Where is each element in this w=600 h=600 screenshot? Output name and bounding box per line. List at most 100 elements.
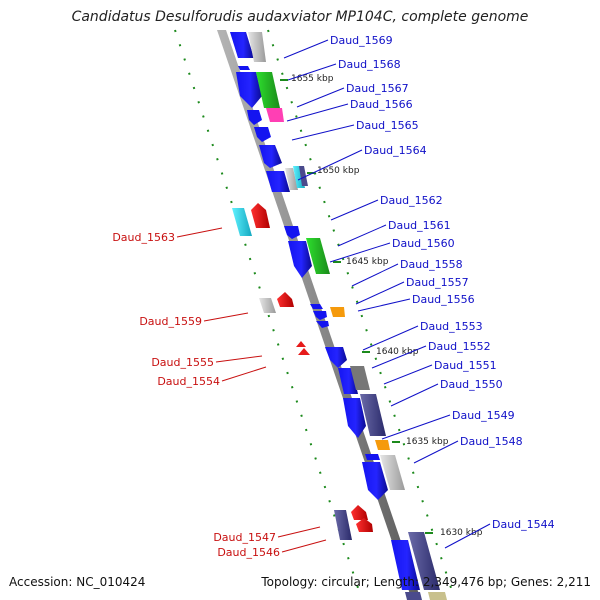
leader-line-reverse xyxy=(221,366,267,382)
cds-block xyxy=(325,347,347,368)
scale-label: 1650 kbp xyxy=(317,166,360,176)
cds-block xyxy=(343,398,366,438)
leader-line-forward xyxy=(330,199,379,221)
scale-label: 1640 kbp xyxy=(376,347,419,357)
leader-line-reverse xyxy=(281,539,327,553)
gene-label-reverse[interactable]: Daud_1563 xyxy=(112,231,175,244)
gene-label-forward[interactable]: Daud_1544 xyxy=(492,518,555,531)
leader-line-forward xyxy=(286,103,349,122)
slate-feature xyxy=(405,592,422,600)
leader-line-forward xyxy=(355,281,405,305)
accession-text: Accession: NC_010424 xyxy=(9,575,146,589)
gene-label-forward[interactable]: Daud_1562 xyxy=(380,194,443,207)
scale-label: 1630 kbp xyxy=(440,528,483,538)
gene-label-forward[interactable]: Daud_1558 xyxy=(400,258,463,271)
leader-line-forward xyxy=(371,345,427,369)
cds-block xyxy=(288,241,312,278)
gene-label-forward[interactable]: Daud_1553 xyxy=(420,320,483,333)
leader-line-forward xyxy=(444,523,491,549)
gene-label-reverse[interactable]: Daud_1546 xyxy=(217,546,280,559)
scale-labels: 1655 kbp 1650 kbp 1645 kbp 1640 kbp 1635 kbp… xyxy=(291,74,483,538)
gene-label-forward[interactable]: Daud_1560 xyxy=(392,237,455,250)
trna-feature xyxy=(251,203,270,228)
green-feature xyxy=(306,238,330,274)
gene-label-forward[interactable]: Daud_1569 xyxy=(330,34,393,47)
gene-label-forward[interactable]: Daud_1549 xyxy=(452,409,515,422)
cds-block xyxy=(310,304,323,309)
cds-block xyxy=(259,145,282,168)
scale-label: 1645 kbp xyxy=(346,257,389,267)
trna-feature xyxy=(351,505,368,520)
leader-lines xyxy=(176,39,491,553)
cds-block xyxy=(254,127,271,142)
leader-line-forward xyxy=(337,224,387,247)
cyan-feature xyxy=(232,208,252,236)
topology-summary: Topology: circular; Length: 2,349,476 bp… xyxy=(261,575,591,589)
gene-label-forward[interactable]: Daud_1565 xyxy=(356,119,419,132)
gene-label-forward[interactable]: Daud_1552 xyxy=(428,340,491,353)
cds-block xyxy=(236,72,262,108)
gene-label-forward[interactable]: Daud_1564 xyxy=(364,144,427,157)
cds-block xyxy=(230,32,254,58)
gene-label-forward[interactable]: Daud_1566 xyxy=(350,98,413,111)
leader-line-forward xyxy=(297,149,363,181)
cds-block xyxy=(313,311,327,320)
leader-line-forward xyxy=(390,383,439,407)
cds-block xyxy=(284,226,300,239)
gene-label-forward[interactable]: Daud_1556 xyxy=(412,293,475,306)
gray-feature xyxy=(248,32,266,62)
cds-block xyxy=(316,321,329,328)
khaki-feature xyxy=(428,592,447,600)
leader-line-forward xyxy=(351,263,399,287)
cds-block xyxy=(391,540,420,590)
leader-line-forward xyxy=(383,364,433,385)
gene-label-forward[interactable]: Daud_1550 xyxy=(440,378,503,391)
other-features xyxy=(248,32,447,600)
slate-feature xyxy=(408,532,440,590)
cds-block xyxy=(238,66,250,70)
scale-label: 1635 kbp xyxy=(406,437,449,447)
trna-feature xyxy=(296,341,306,347)
slate-feature xyxy=(360,394,386,436)
leader-line-forward xyxy=(329,242,391,263)
leader-line-forward xyxy=(283,39,329,59)
gene-label-forward[interactable]: Daud_1561 xyxy=(388,219,451,232)
map-title: Candidatus Desulforudis audaxviator MP10… xyxy=(71,9,529,25)
gene-label-forward[interactable]: Daud_1568 xyxy=(338,58,401,71)
leader-line-forward xyxy=(291,124,355,141)
pink-feature xyxy=(266,108,284,122)
gene-label-forward[interactable]: Daud_1567 xyxy=(346,82,409,95)
leader-line-reverse xyxy=(215,355,263,363)
gray-feature xyxy=(380,455,405,490)
leader-line-reverse xyxy=(176,227,223,238)
cds-block xyxy=(362,462,388,500)
leader-line-reverse xyxy=(277,526,321,538)
leader-line-reverse xyxy=(203,312,249,322)
gray-feature xyxy=(259,298,276,313)
gene-label-reverse[interactable]: Daud_1555 xyxy=(151,356,214,369)
trna-feature xyxy=(298,348,310,355)
cds-block xyxy=(266,171,290,192)
slate-feature xyxy=(334,510,352,540)
gene-label-reverse[interactable]: Daud_1559 xyxy=(139,315,202,328)
scale-ticks xyxy=(280,79,433,534)
gene-label-reverse[interactable]: Daud_1554 xyxy=(157,375,220,388)
gene-label-reverse[interactable]: Daud_1547 xyxy=(213,531,276,544)
green-feature xyxy=(256,72,280,108)
forward-gene-blocks xyxy=(230,32,420,590)
gene-label-forward[interactable]: Daud_1548 xyxy=(460,435,523,448)
cds-block xyxy=(247,110,262,125)
slate-feature xyxy=(299,166,308,186)
leader-line-forward xyxy=(296,87,345,108)
leader-line-forward xyxy=(357,298,411,312)
gray-feature xyxy=(285,168,298,190)
trna-feature xyxy=(277,292,294,307)
gene-label-forward[interactable]: Daud_1551 xyxy=(434,359,497,372)
leader-line-forward xyxy=(362,325,419,351)
gene-label-forward[interactable]: Daud_1557 xyxy=(406,276,469,289)
scale-label: 1655 kbp xyxy=(291,74,334,84)
reverse-gene-blocks xyxy=(232,203,373,540)
gene-labels: Daud_1569Daud_1568Daud_1567Daud_1566Daud… xyxy=(112,34,554,559)
leader-line-forward xyxy=(413,440,459,464)
